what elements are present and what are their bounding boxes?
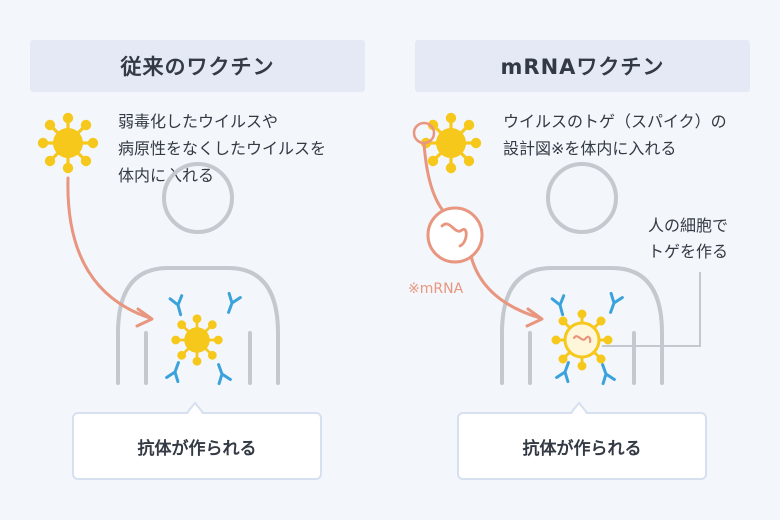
cell-icon [551,309,613,371]
left-inner-virus-icon [171,314,223,366]
right-result-box: 抗体が作られる [457,412,707,480]
right-virus-icon [420,112,482,174]
mrna-note: ※mRNA [408,281,464,297]
left-virus-icon [37,112,99,174]
left-description: 弱毒化したウイルスや 病原性をなくしたウイルスを 体内に入れる [118,112,327,185]
right-panel-title: mRNAワクチン [415,40,750,92]
left-arrow [66,176,152,320]
cell-label: 人の細胞で トゲを作る [648,216,729,261]
right-description: ウイルスのトゲ（スパイク）の 設計図※を体内に入れる [503,112,727,158]
mrna-icon [426,206,484,264]
left-panel-title: 従来のワクチン [30,40,365,92]
cell-label-leader [602,272,701,347]
left-result-label: 抗体が作られる [137,438,257,459]
left-result-box: 抗体が作られる [72,412,322,480]
right-result-label: 抗体が作られる [522,438,642,459]
